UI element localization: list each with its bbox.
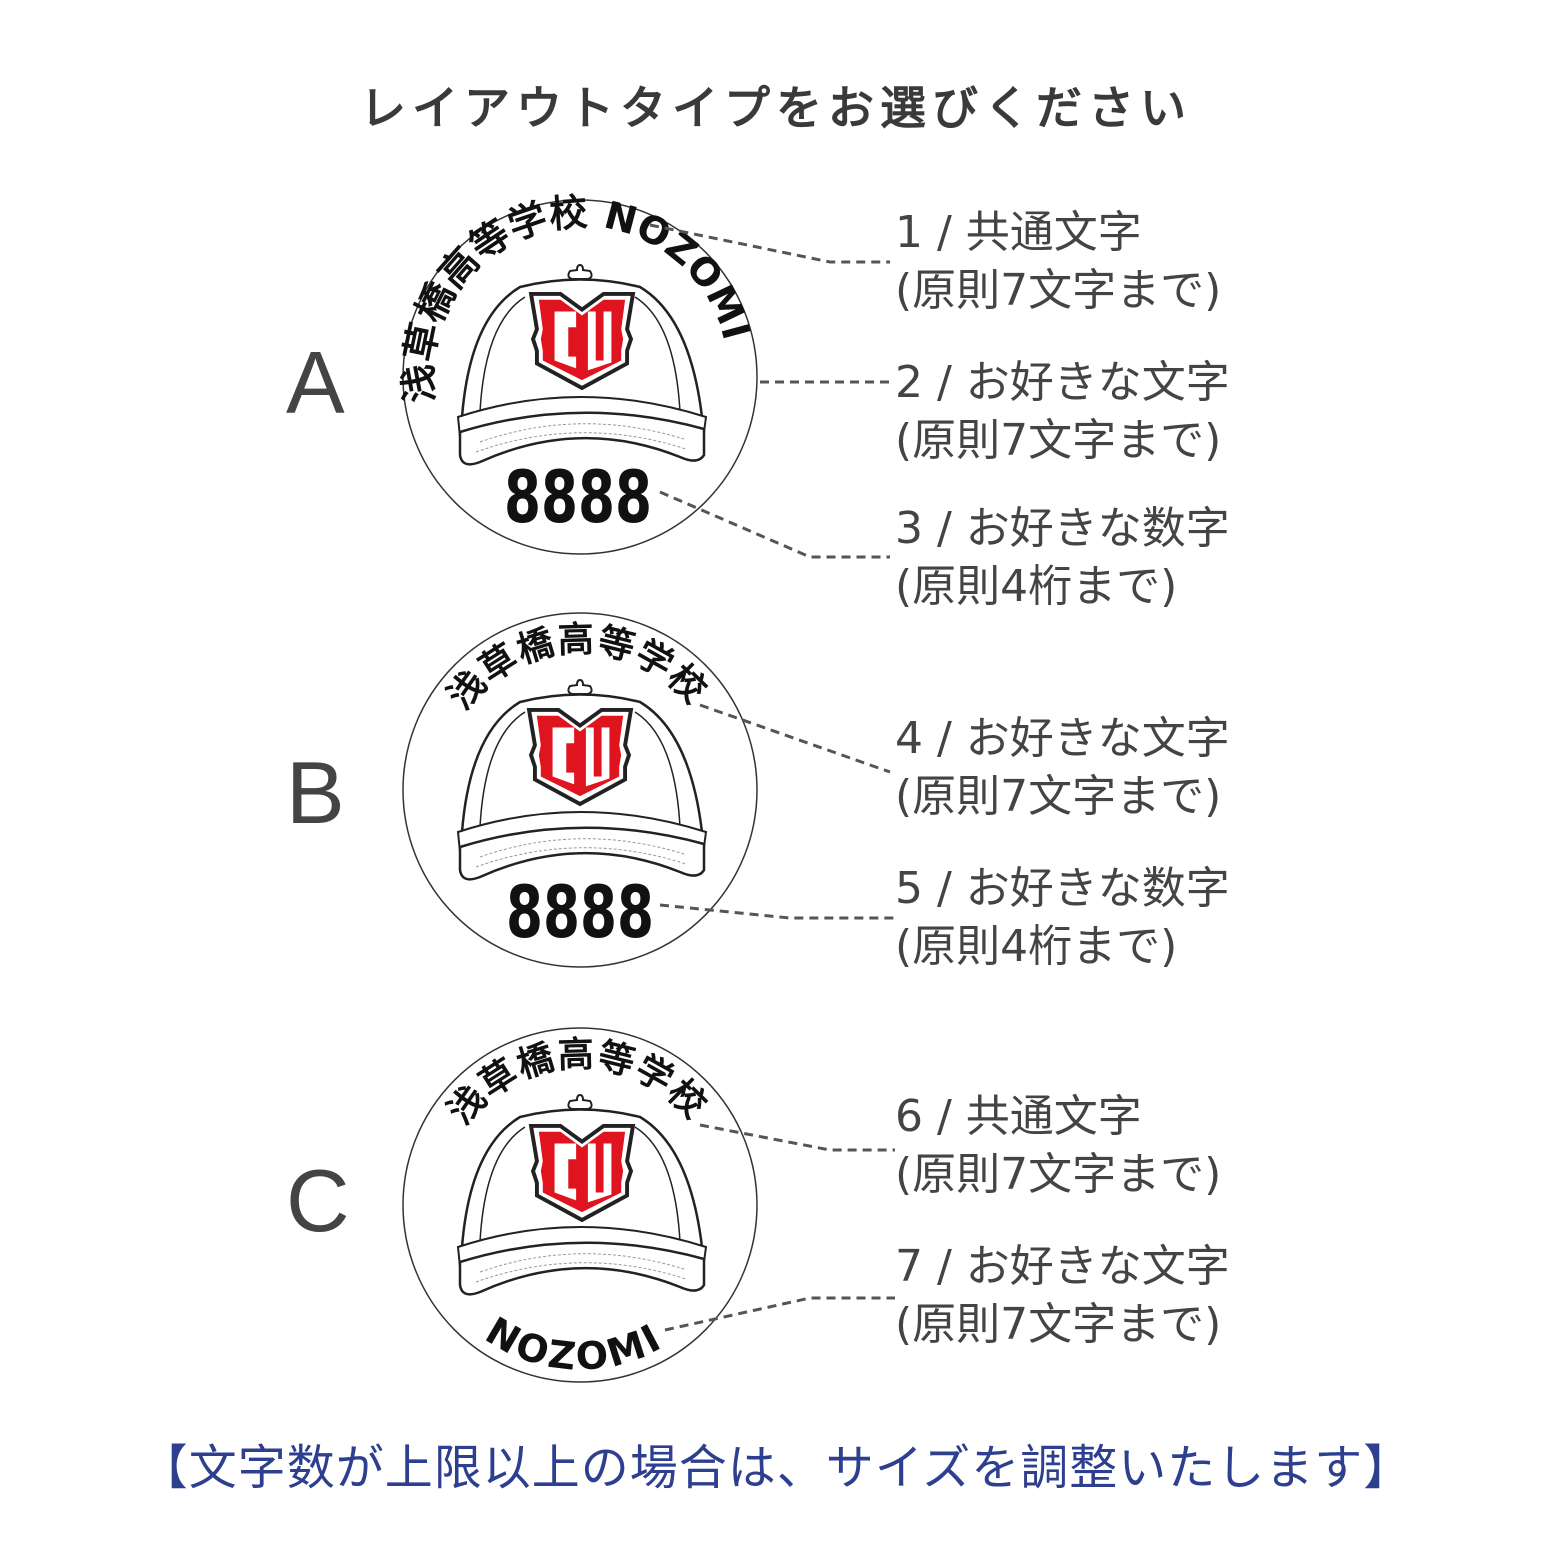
layout-c-illustration: 浅草橋高等学校 NOZOMI [402, 1027, 758, 1383]
label-3: 3 / お好きな数字(原則4桁まで) [895, 503, 1230, 612]
layout-b-illustration: 浅草橋高等学校 8888 [402, 612, 758, 968]
label-2: 2 / お好きな文字(原則7文字まで) [895, 357, 1230, 466]
leader-line-5 [659, 903, 895, 920]
size-adjust-notice: 【文字数が上限以上の場合は、サイズを調整いたします】 [139, 1440, 1413, 1496]
label-4: 4 / お好きな文字(原則7文字まで) [895, 713, 1230, 822]
layout-letter-c: C [286, 1151, 350, 1250]
leader-line-1 [649, 223, 890, 264]
layout-letter-b: B [286, 743, 345, 842]
label-5: 5 / お好きな数字(原則4桁まで) [895, 863, 1230, 972]
number-text: 8888 [506, 870, 654, 954]
page-title: レイアウトタイプをお選びください [360, 81, 1192, 135]
leader-line-3 [659, 490, 890, 559]
leader-line-4 [699, 703, 891, 774]
number-text: 8888 [504, 455, 652, 539]
leader-lines [649, 223, 895, 1332]
label-7: 7 / お好きな文字(原則7文字まで) [895, 1241, 1230, 1350]
layout-a-illustration: 浅草橋高等学校 NOZOMI 8888 [396, 190, 758, 555]
layout-letter-a: A [286, 333, 345, 432]
label-1: 1 / 共通文字(原則7文字まで) [895, 207, 1222, 316]
leader-line-7 [664, 1296, 895, 1332]
label-6: 6 / 共通文字(原則7文字まで) [895, 1091, 1222, 1200]
